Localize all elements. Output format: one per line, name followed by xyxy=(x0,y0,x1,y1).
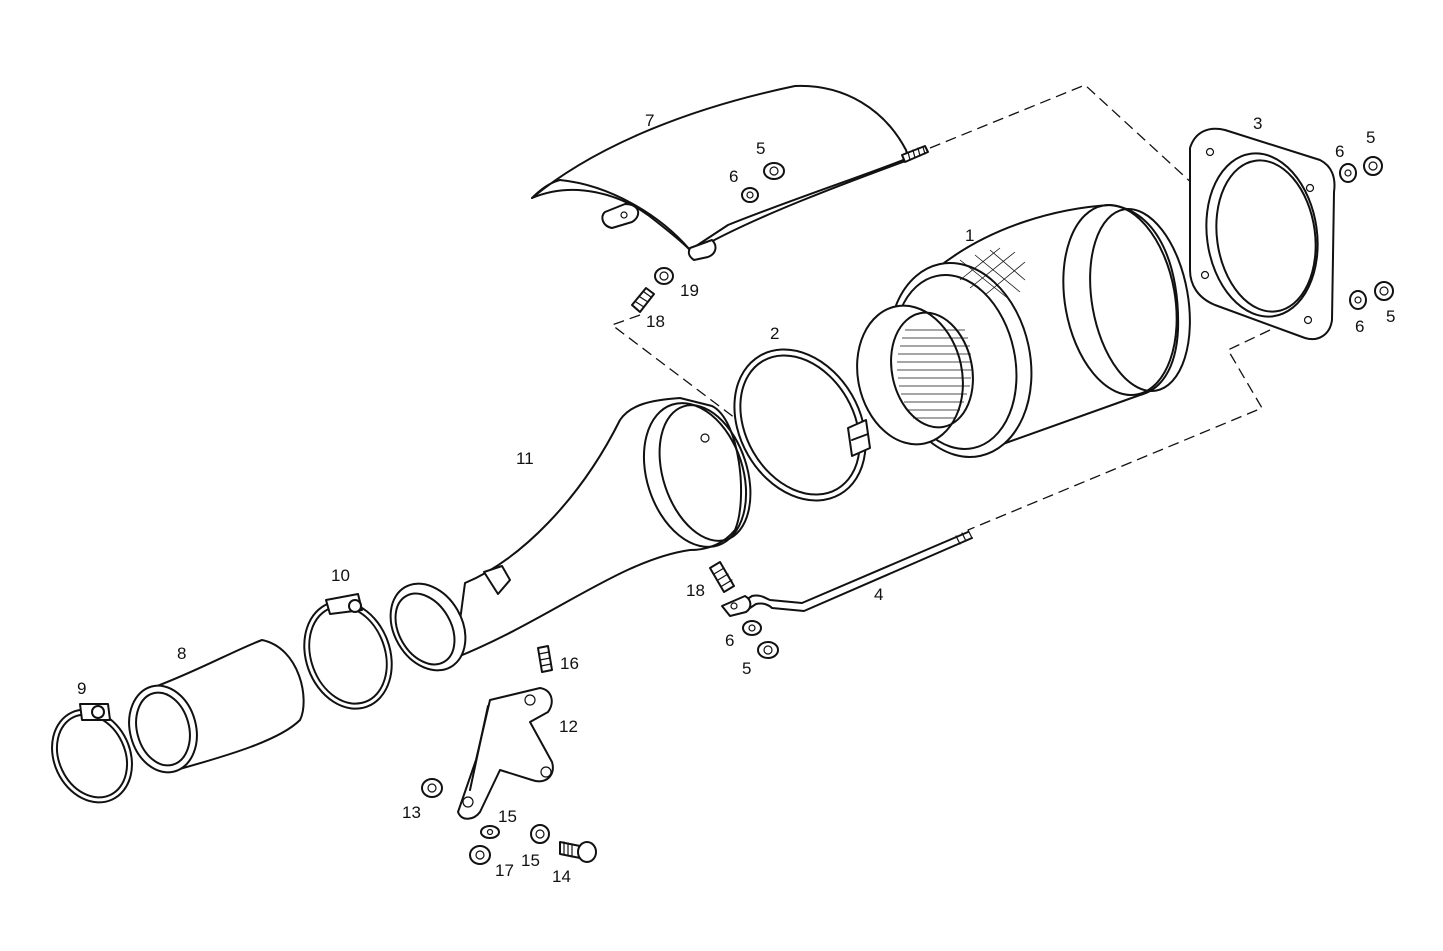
nut-part-13 xyxy=(421,778,443,798)
nut-part-19 xyxy=(654,267,674,285)
callout-labels: 1 2 3 4 5 5 5 5 6 6 6 6 7 8 9 10 11 12 1… xyxy=(77,111,1395,886)
nut-washer-on-shield xyxy=(741,162,785,203)
hose-clamp-part-10 xyxy=(303,593,393,710)
callout-6-flange-top: 6 xyxy=(1335,142,1344,161)
bolt-part-14 xyxy=(559,841,597,863)
callout-5-rod: 5 xyxy=(742,659,751,678)
callout-6-rod: 6 xyxy=(725,631,734,650)
callout-8: 8 xyxy=(177,644,186,663)
callout-17: 17 xyxy=(495,861,514,880)
callout-15-lower: 15 xyxy=(521,851,540,870)
callout-18-lower: 18 xyxy=(686,581,705,600)
hose-clamp-part-9 xyxy=(51,703,133,804)
washer-part-15-b xyxy=(530,824,550,844)
support-rod-part-4 xyxy=(721,529,973,617)
filter-body-part-1 xyxy=(856,203,1191,458)
callout-13: 13 xyxy=(402,803,421,822)
callout-16: 16 xyxy=(560,654,579,673)
stud-part-18-lower xyxy=(709,561,735,593)
stud-part-16 xyxy=(537,645,553,673)
callout-6-flange-bottom: 6 xyxy=(1355,317,1364,336)
bracket-part-12 xyxy=(457,687,554,820)
callout-18-upper: 18 xyxy=(646,312,665,331)
callout-9: 9 xyxy=(77,679,86,698)
assembly-dashed-lines xyxy=(610,84,1311,531)
callout-2: 2 xyxy=(770,324,779,343)
callout-7: 7 xyxy=(645,111,654,130)
callout-15-upper: 15 xyxy=(498,807,517,826)
washer-part-15-a xyxy=(480,825,500,839)
flange-part-3 xyxy=(1189,127,1336,340)
nut-part-17 xyxy=(469,845,491,865)
callout-19: 19 xyxy=(680,281,699,300)
callout-6-shield: 6 xyxy=(729,167,738,186)
nuts-washers-flange xyxy=(1339,156,1394,310)
callout-4: 4 xyxy=(874,585,883,604)
callout-14: 14 xyxy=(552,867,571,886)
heat-shield-part-7 xyxy=(531,84,929,261)
callout-12: 12 xyxy=(559,717,578,736)
callout-3: 3 xyxy=(1253,114,1262,133)
callout-10: 10 xyxy=(331,566,350,585)
callout-5-flange-bottom: 5 xyxy=(1386,307,1395,326)
callout-5-shield: 5 xyxy=(756,139,765,158)
callout-1: 1 xyxy=(965,226,974,245)
callout-11: 11 xyxy=(516,449,534,468)
hose-sleeve-part-8 xyxy=(128,639,305,774)
clamp-ring-part-2 xyxy=(733,348,871,502)
stud-part-18-upper xyxy=(631,287,655,313)
intake-pipe-part-11 xyxy=(389,397,752,672)
washer-nut-lower xyxy=(742,620,779,659)
callout-5-flange-top: 5 xyxy=(1366,128,1375,147)
